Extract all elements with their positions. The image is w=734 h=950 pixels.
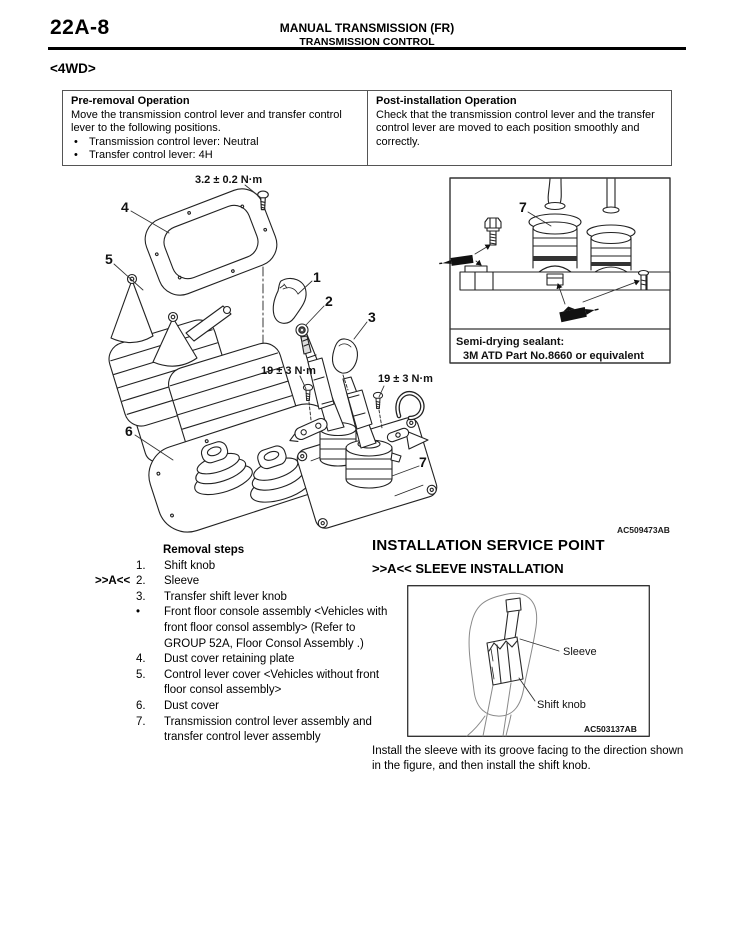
sleeve-label: Sleeve <box>563 646 597 658</box>
torque-label-top: 3.2 ± 0.2 N·m <box>195 174 262 186</box>
removal-step: 6.Dust cover <box>136 699 219 712</box>
part-sleeve <box>295 323 309 337</box>
transfer-control-lever <box>342 374 377 449</box>
pre-removal-title: Pre-removal Operation <box>71 95 190 107</box>
post-installation-title: Post-installation Operation <box>376 95 517 107</box>
bullet-icon: • <box>74 135 78 148</box>
pre-removal-body: Move the transmission control lever and … <box>71 108 342 135</box>
removal-step: 1.Shift knob <box>136 559 216 572</box>
lever-bracket <box>289 417 328 442</box>
callout-1: 1 <box>313 269 321 285</box>
pre-removal-bullets: • Transmission control lever: Neutral • … <box>71 136 359 163</box>
bolt-icon <box>372 391 384 410</box>
sealant-tube-icon <box>559 306 599 323</box>
torque-label-left: 19 ± 3 N·m <box>261 365 316 377</box>
header-subtitle: TRANSMISSION CONTROL <box>299 36 435 48</box>
sealant-note-body: 3M ATD Part No.8660 or equivalent <box>463 350 644 362</box>
callout-6: 6 <box>125 423 133 439</box>
bullet-icon: • <box>74 149 78 162</box>
removal-steps-list: 1.Shift knob >>A<<2.Sleeve 3.Transfer shif… <box>95 559 395 746</box>
post-installation-body: Check that the transmission control leve… <box>376 108 655 148</box>
callout-3: 3 <box>368 309 376 325</box>
sealant-tube-icon <box>439 254 474 266</box>
torque-label-right: 19 ± 3 N·m <box>378 373 433 385</box>
installation-section: INSTALLATION SERVICE POINT >>A<< SLEEVE … <box>372 537 696 576</box>
sleeve-installation-subheading: >>A<< SLEEVE INSTALLATION <box>372 561 564 576</box>
removal-step: 4.Dust cover retaining plate <box>136 653 295 666</box>
part-transfer-knob <box>331 338 358 374</box>
sleeve-installation-figure: Sleeve Shift knob AC503137AB <box>407 585 650 737</box>
callout-2: 2 <box>325 293 333 309</box>
removal-step: 5.Control lever cover <Vehicles without … <box>136 668 380 697</box>
callout-7: 7 <box>419 454 427 470</box>
part-retaining-plate <box>144 188 278 296</box>
shift-knob-label: Shift knob <box>537 699 586 711</box>
part-shift-knob <box>272 277 307 324</box>
removal-step: >>A<<2.Sleeve <box>95 575 200 588</box>
callout-7-inset: 7 <box>519 199 527 215</box>
removal-step: •Front floor console assembly <Vehicles … <box>136 606 388 650</box>
sealant-inset <box>439 177 671 364</box>
sealant-note-title: Semi-drying sealant: <box>456 336 564 348</box>
pre-removal-box: Pre-removal Operation Move the transmiss… <box>62 90 368 166</box>
removal-steps-title: Removal steps <box>163 544 245 556</box>
hex-bolt-icon <box>484 217 502 246</box>
header-rule <box>48 47 686 50</box>
header-title: MANUAL TRANSMISSION (FR) <box>279 21 455 35</box>
page-header: MANUAL TRANSMISSION (FR) TRANSMISSION CO… <box>0 21 734 48</box>
installation-heading: INSTALLATION SERVICE POINT <box>372 537 605 554</box>
removal-step: 3.Transfer shift lever knob <box>136 590 287 603</box>
installation-body: Install the sleeve with its groove facin… <box>372 745 684 773</box>
pre-removal-bullet-1: Transmission control lever: Neutral <box>89 135 259 148</box>
figure-code-sleeve: AC503137AB <box>584 724 637 734</box>
post-installation-box: Post-installation Operation Check that t… <box>367 90 672 166</box>
callout-4: 4 <box>121 199 129 215</box>
removal-steps: Removal steps 1.Shift knob >>A<<2.Sleeve 3… <box>95 543 395 746</box>
removal-step: 7.Transmission control lever assembly an… <box>136 715 372 744</box>
page-code: 22A-8 <box>50 16 110 39</box>
exploded-view-figure: 3.2 ± 0.2 N·m 19 ± 3 N·m 19 ± 3 N·m 4 5 … <box>105 174 671 533</box>
callout-5: 5 <box>105 251 113 267</box>
harness-hook <box>386 390 429 450</box>
pre-removal-bullet-2: Transfer control lever: 4H <box>89 149 213 162</box>
part-control-lever-cover <box>108 273 298 463</box>
section-label: <4WD> <box>50 61 96 76</box>
figure-code-main: AC509473AB <box>617 525 670 535</box>
